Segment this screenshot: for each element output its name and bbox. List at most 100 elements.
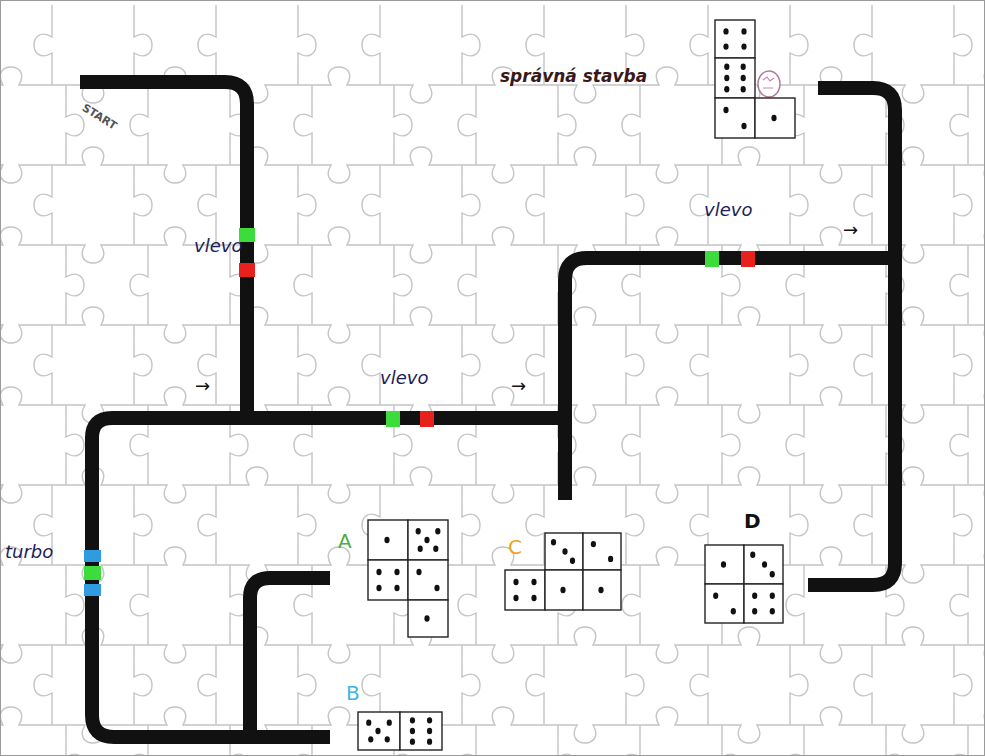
dice-pip bbox=[410, 728, 415, 734]
dice-pip bbox=[741, 64, 746, 70]
dice-pip bbox=[368, 736, 373, 742]
dice-cell bbox=[583, 533, 621, 570]
stamp-scribble bbox=[763, 77, 774, 88]
dice-pip bbox=[394, 585, 399, 591]
code-note: turbo bbox=[5, 542, 53, 562]
card-letter: C bbox=[508, 536, 522, 558]
dice-pip bbox=[416, 569, 421, 575]
dice-cell bbox=[715, 98, 755, 138]
dice-pip bbox=[752, 608, 757, 614]
target-title: správná stavba bbox=[500, 67, 647, 86]
dice-pip bbox=[551, 539, 556, 545]
direction-arrow: → bbox=[843, 220, 858, 240]
dice-pip bbox=[560, 587, 565, 593]
dice-pip bbox=[416, 528, 421, 534]
dice-pip bbox=[562, 548, 567, 554]
color-code bbox=[741, 251, 755, 267]
dice-pip bbox=[531, 579, 536, 585]
dice-cell bbox=[755, 98, 795, 138]
puzzle-outline bbox=[0, 5, 985, 756]
dice-pip bbox=[366, 719, 371, 725]
dice-pip bbox=[435, 528, 440, 534]
dice-cell bbox=[408, 600, 448, 637]
dice-pip bbox=[713, 593, 718, 599]
dice-cell bbox=[744, 584, 783, 623]
dice-pip bbox=[387, 719, 392, 725]
dice-cell bbox=[408, 560, 448, 600]
track-line bbox=[808, 88, 895, 585]
track-line bbox=[80, 82, 247, 418]
dice-cell bbox=[408, 520, 448, 560]
dice-pip bbox=[770, 608, 775, 614]
dice-pip bbox=[570, 558, 575, 564]
dice-pip bbox=[770, 593, 775, 599]
dice-pip bbox=[762, 561, 767, 567]
dice-cell bbox=[705, 545, 744, 584]
dice-pip bbox=[723, 43, 728, 49]
dice-pip bbox=[433, 546, 438, 552]
dice-pip bbox=[741, 28, 746, 34]
dice-pip bbox=[741, 123, 746, 129]
dice-pip bbox=[385, 736, 390, 742]
dice-card: A bbox=[330, 515, 455, 640]
dice-pip bbox=[724, 64, 729, 70]
dice-pip bbox=[723, 107, 728, 113]
code-note: vlevo bbox=[194, 236, 242, 256]
dice-pip bbox=[723, 28, 728, 34]
dice-card: C bbox=[500, 528, 625, 614]
dice-pip bbox=[741, 86, 746, 92]
dice-pip bbox=[418, 546, 423, 552]
dice-pip bbox=[721, 561, 726, 567]
dice-pip bbox=[724, 75, 729, 81]
dice-pip bbox=[750, 552, 755, 558]
dice-pip bbox=[724, 86, 729, 92]
dice-cell bbox=[744, 545, 783, 584]
code-note: vlevo bbox=[704, 200, 752, 220]
dice-cell bbox=[715, 20, 755, 58]
dice-pip bbox=[427, 728, 432, 734]
dice-cell bbox=[400, 712, 442, 750]
dice-cell bbox=[358, 712, 400, 750]
track-line bbox=[92, 418, 565, 737]
dice-pip bbox=[427, 738, 432, 744]
dice-cell bbox=[545, 533, 583, 570]
card-letter: B bbox=[346, 682, 360, 704]
dice-pip bbox=[591, 541, 596, 547]
dice-cell bbox=[545, 570, 583, 610]
dice-pip bbox=[410, 717, 415, 723]
dice-cell bbox=[715, 58, 755, 98]
dice-pip bbox=[608, 556, 613, 562]
dice-card: B bbox=[340, 678, 446, 754]
dice-pip bbox=[434, 585, 439, 591]
dice-pip bbox=[531, 595, 536, 601]
dice-pip bbox=[752, 593, 757, 599]
color-code bbox=[386, 411, 400, 427]
dice-cell bbox=[368, 520, 408, 560]
color-code bbox=[705, 251, 719, 267]
track-line bbox=[250, 578, 330, 737]
dice-card: správná stavba bbox=[498, 15, 800, 143]
dice-pip bbox=[770, 571, 775, 577]
dice-pip bbox=[741, 43, 746, 49]
direction-arrow: → bbox=[511, 376, 526, 396]
dice-pip bbox=[741, 75, 746, 81]
dice-cell bbox=[368, 560, 408, 600]
direction-arrow: → bbox=[195, 376, 210, 396]
dice-pip bbox=[731, 608, 736, 614]
dice-pip bbox=[771, 115, 776, 121]
color-code bbox=[239, 263, 255, 277]
dice-pip bbox=[427, 717, 432, 723]
card-letter: A bbox=[338, 530, 352, 552]
track-line bbox=[565, 258, 893, 500]
color-code bbox=[84, 584, 101, 596]
dice-pip bbox=[598, 587, 603, 593]
color-code bbox=[84, 550, 101, 562]
dice-pip bbox=[376, 569, 381, 575]
dice-pip bbox=[424, 615, 429, 621]
dice-pip bbox=[384, 537, 389, 543]
dice-pip bbox=[513, 595, 518, 601]
